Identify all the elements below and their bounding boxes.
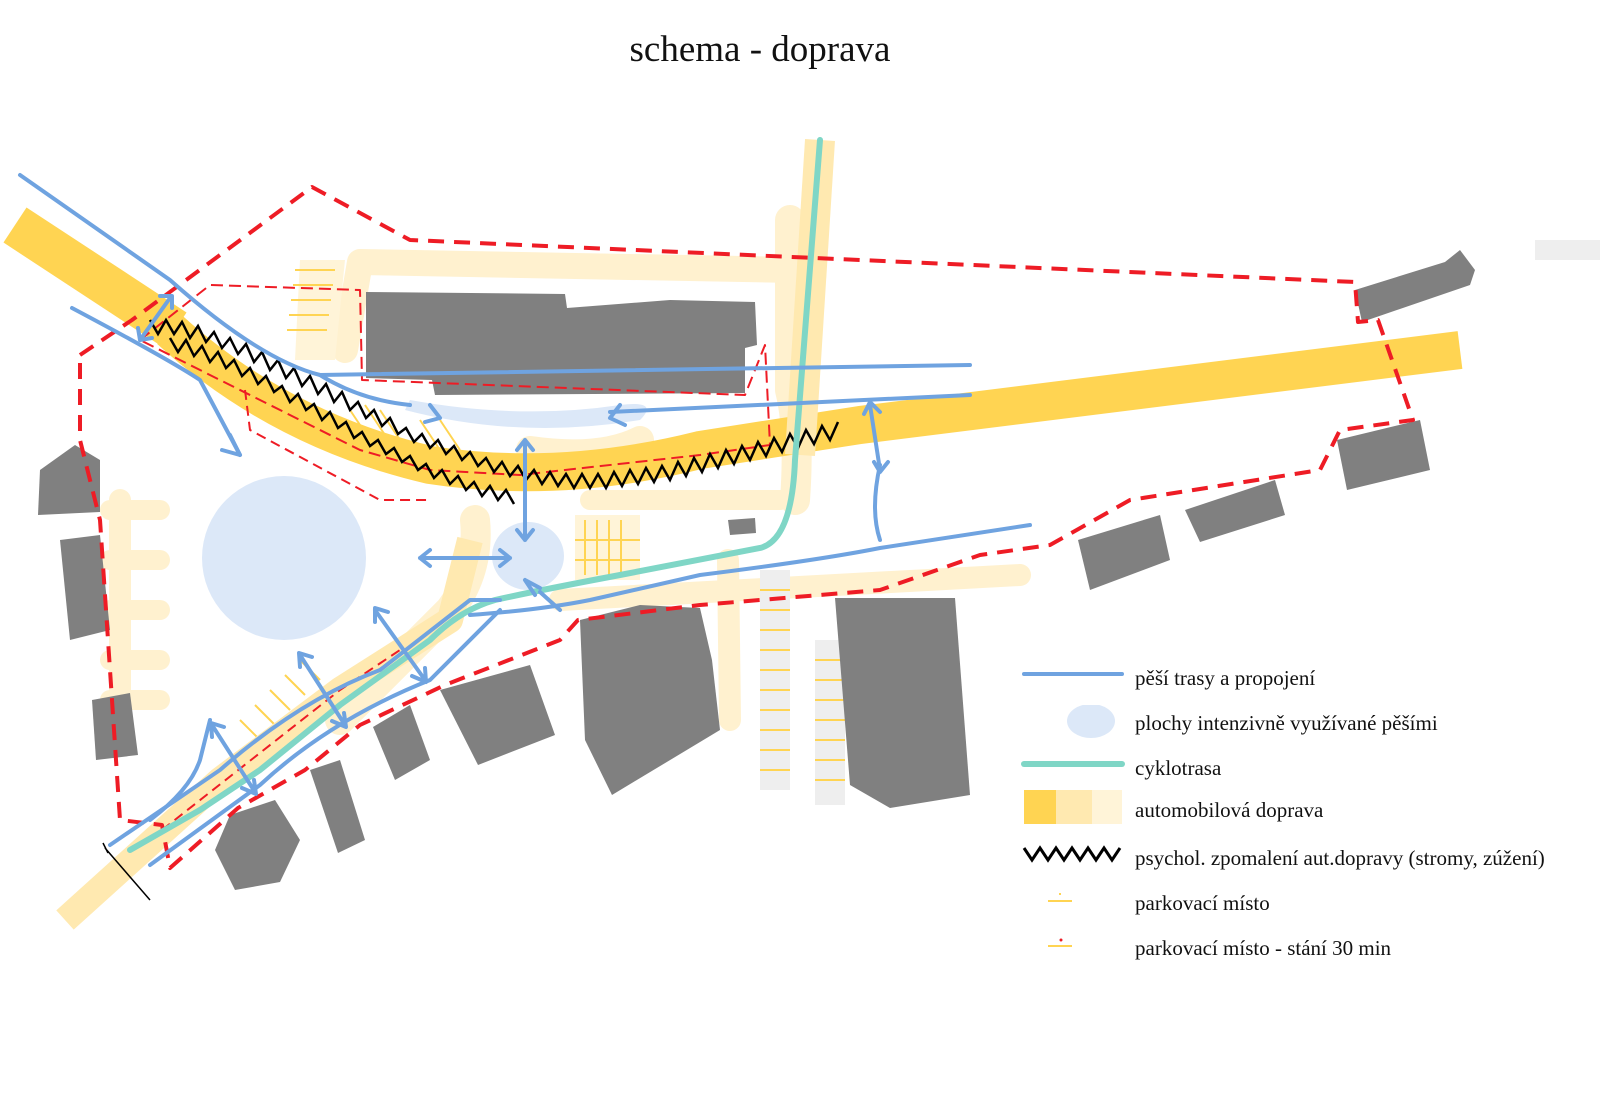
map-title: schema - doprava — [629, 29, 891, 70]
scale-mark — [1535, 240, 1600, 260]
legend-label: automobilová doprava — [1135, 798, 1324, 822]
legend-label: pěší trasy a propojení — [1135, 666, 1316, 690]
legend-label: cyklotrasa — [1135, 756, 1222, 780]
legend-item-zigzag: psychol. zpomalení aut.dopravy (stromy, … — [1018, 840, 1600, 880]
section-mark — [102, 842, 151, 901]
pedestrian-areas — [202, 400, 647, 640]
legend-item-parking-30: parkovací místo - stání 30 min — [1018, 930, 1600, 970]
cycle-route — [127, 137, 823, 853]
zigzag-slowing-line — [148, 317, 840, 491]
legend-item-pedestrian: pěší trasy a propojení — [1018, 660, 1600, 700]
legend-item-parking: parkovací místo — [1018, 885, 1600, 925]
buildings — [38, 250, 1475, 890]
legend-label: parkovací místo - stání 30 min — [1135, 936, 1392, 960]
legend-label: psychol. zpomalení aut.dopravy (stromy, … — [1135, 846, 1545, 870]
zigzag-slowing-line-2 — [168, 337, 516, 505]
parking-mark-icon — [1048, 893, 1072, 902]
legend-item-cycle: cyklotrasa — [1018, 750, 1600, 790]
pedestrian-crossing-arrows — [136, 294, 890, 796]
site-boundary — [78, 185, 1415, 870]
legend-item-pedestrian-area: plochy intenzivně využívané pěšími — [1018, 705, 1600, 745]
blue-line-icon — [1022, 672, 1124, 676]
pedestrian-routes — [18, 173, 1032, 867]
yellow-bar-icon — [1024, 790, 1122, 824]
teal-line-icon — [1021, 761, 1125, 767]
legend-label: plochy intenzivně využívané pěšími — [1135, 711, 1438, 735]
parking-30-mark-icon — [1048, 938, 1072, 947]
zigzag-icon — [1022, 845, 1122, 863]
parking-areas — [239, 260, 845, 805]
legend-label: parkovací místo — [1135, 891, 1270, 915]
legend-item-car-traffic: automobilová doprava — [1018, 790, 1600, 830]
blue-ellipse-icon — [1067, 705, 1115, 738]
